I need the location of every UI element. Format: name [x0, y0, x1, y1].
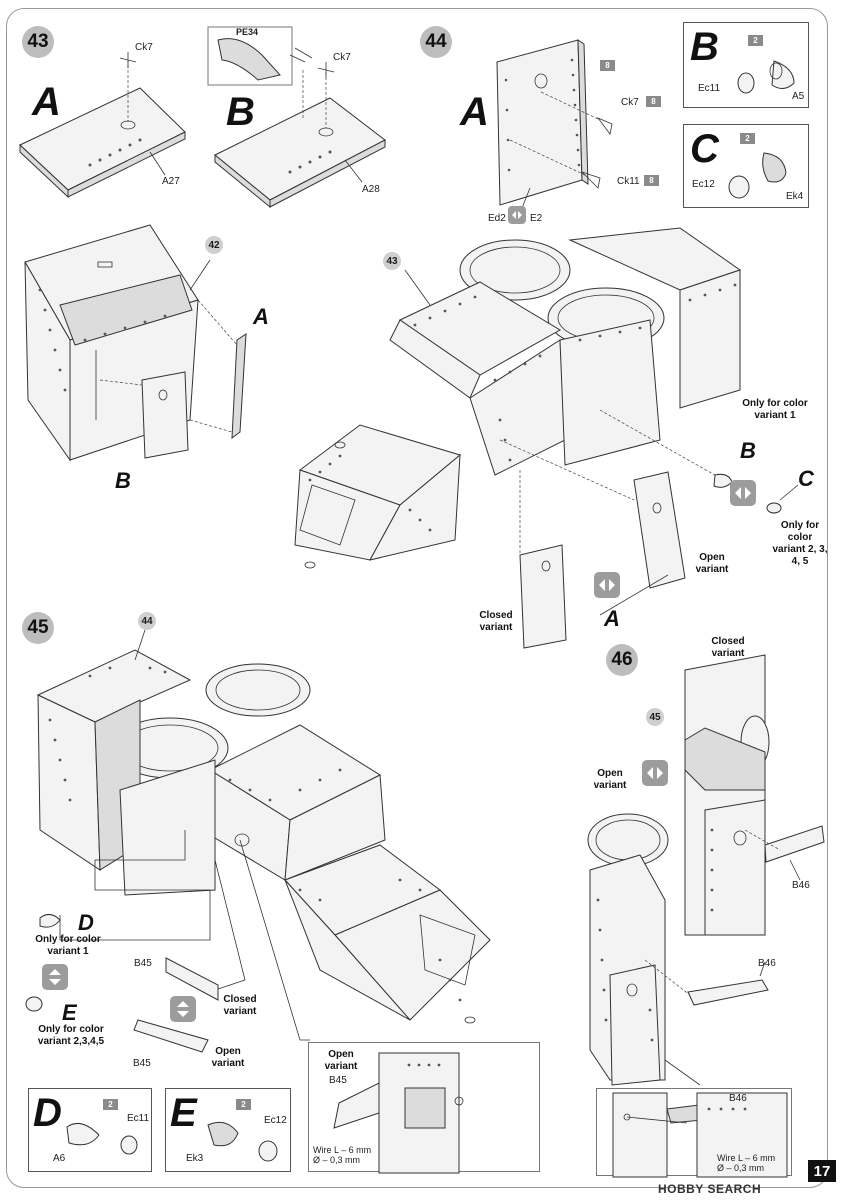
swap-icon-46-variant	[642, 760, 668, 786]
part-b46-label-closed: B46	[792, 880, 810, 891]
detail-box-c: C 2 Ec12 Ek4	[683, 124, 809, 208]
step-46-badge: 46	[606, 644, 638, 676]
part-ec11-label-b: Ec11	[698, 83, 721, 94]
light-letter-e: E	[62, 1000, 77, 1025]
qty-badge-2-d: 2	[103, 1099, 118, 1110]
inset-45-drawing	[333, 1052, 464, 1174]
detail-c-drawing	[728, 152, 787, 199]
note-closed-variant-45: Closed variant	[223, 994, 257, 1017]
detail-d-drawing	[66, 1122, 138, 1155]
light-letter-d: D	[78, 910, 94, 935]
part-ck7-label-b: Ck7	[333, 52, 351, 63]
ref-step-43: 43	[383, 252, 401, 270]
part-ck7-label-44: Ck7	[621, 97, 639, 108]
inset-46-wire-diameter: Ø – 0,3 mm	[717, 1163, 765, 1173]
step-43-assembly-letter-b: B	[115, 468, 131, 493]
part-ec12-label-c: Ec12	[692, 179, 715, 190]
swap-icon-door-variant	[594, 572, 620, 598]
inset-45-part-b45: B45	[329, 1075, 347, 1086]
part-b45-label-open: B45	[133, 1058, 151, 1069]
note-only-variant-2345: Only for color variant 2, 3, 4, 5	[772, 520, 828, 567]
detail-b-letter: B	[690, 25, 719, 69]
light-letter-b: B	[740, 438, 756, 463]
step-43-label-a: A	[32, 80, 61, 124]
part-pe34-label: PE34	[236, 27, 259, 37]
inset-46-wire-length: Wire L – 6 mm	[717, 1153, 776, 1163]
ref-step-44: 44	[138, 612, 156, 630]
note-only-color-variant-1: Only for color variant 1	[35, 934, 101, 957]
note-open-variant-45: Open variant	[211, 1046, 245, 1069]
light-letter-c: C	[798, 466, 814, 491]
detail-e-letter: E	[170, 1091, 197, 1135]
watermark-logo: HOBBY SEARCH	[658, 1182, 762, 1196]
swap-icon-ed2-e2	[508, 206, 526, 224]
inset-open-variant-45: Open variant B45 Wire L – 6 mm Ø – 0,3 m…	[308, 1042, 540, 1174]
page-number: 17	[808, 1160, 836, 1182]
qty-badge-8-top: 8	[600, 60, 615, 71]
inset-45-wire-diameter: Ø – 0,3 mm	[313, 1155, 361, 1165]
qty-badge-2-b: 2	[748, 35, 763, 46]
part-a5-label: A5	[792, 91, 805, 102]
inset-46-drawing	[612, 1092, 788, 1178]
part-ec12-label-e: Ec12	[264, 1115, 287, 1126]
part-ec11-label-d: Ec11	[127, 1113, 150, 1124]
note-open-variant-44: Open variant	[695, 552, 729, 575]
part-a27-label: A27	[162, 176, 180, 187]
swap-icon-light-b-c	[730, 480, 756, 506]
note-closed-variant-44: Closed variant	[479, 610, 513, 633]
part-ck11-label: Ck11	[617, 176, 640, 187]
note-open-variant-46: Open variant	[593, 768, 627, 791]
part-a6-label: A6	[53, 1153, 66, 1164]
part-ed2-label: Ed2	[488, 213, 506, 224]
detail-box-e: E 2 Ek3 Ec12	[165, 1088, 291, 1172]
detail-e-drawing	[207, 1121, 278, 1162]
inset-46-part-b46: B46	[729, 1093, 747, 1104]
detail-b-drawing	[737, 60, 795, 94]
inset-open-variant-46: B46 Wire L – 6 mm Ø – 0,3 mm	[596, 1088, 792, 1178]
detail-box-b: B 2 Ec11 A5	[683, 22, 809, 108]
page-frame	[6, 8, 828, 1188]
part-a28-label: A28	[362, 184, 380, 195]
qty-badge-8-ck11: 8	[644, 175, 659, 186]
swap-icon-b45-variant	[170, 996, 196, 1022]
inset-45-wire-length: Wire L – 6 mm	[313, 1145, 372, 1155]
part-b45-label-closed: B45	[134, 958, 152, 969]
part-ck7-label-a: Ck7	[135, 42, 153, 53]
step-43-assembly-letter-a: A	[253, 304, 269, 329]
part-e2-label: E2	[530, 213, 543, 224]
door-letter-a: A	[604, 606, 620, 631]
qty-badge-2-e: 2	[236, 1099, 251, 1110]
step-45-badge: 45	[22, 612, 54, 644]
note-only-variant-1: Only for color variant 1	[742, 398, 808, 421]
part-b46-label-open: B46	[758, 958, 776, 969]
detail-d-letter: D	[33, 1091, 62, 1135]
step-44-label-a: A	[460, 90, 489, 134]
inset-45-open-variant-label: Open variant	[324, 1049, 358, 1072]
note-closed-variant-46: Closed variant	[711, 636, 745, 659]
swap-icon-light-d-e	[42, 964, 68, 990]
qty-badge-8-ck7: 8	[646, 96, 661, 107]
part-ek3-label: Ek3	[186, 1153, 204, 1164]
step-43-badge: 43	[22, 26, 54, 58]
part-ek4-label: Ek4	[786, 191, 804, 202]
ref-step-45: 45	[646, 708, 664, 726]
detail-c-letter: C	[690, 127, 719, 171]
step-44-badge: 44	[420, 26, 452, 58]
qty-badge-2-c: 2	[740, 133, 755, 144]
step-43-label-b: B	[226, 90, 255, 134]
note-only-color-variant-2345: Only for color variant 2,3,4,5	[37, 1024, 105, 1047]
detail-box-d: D 2 A6 Ec11	[28, 1088, 152, 1172]
ref-step-42: 42	[205, 236, 223, 254]
